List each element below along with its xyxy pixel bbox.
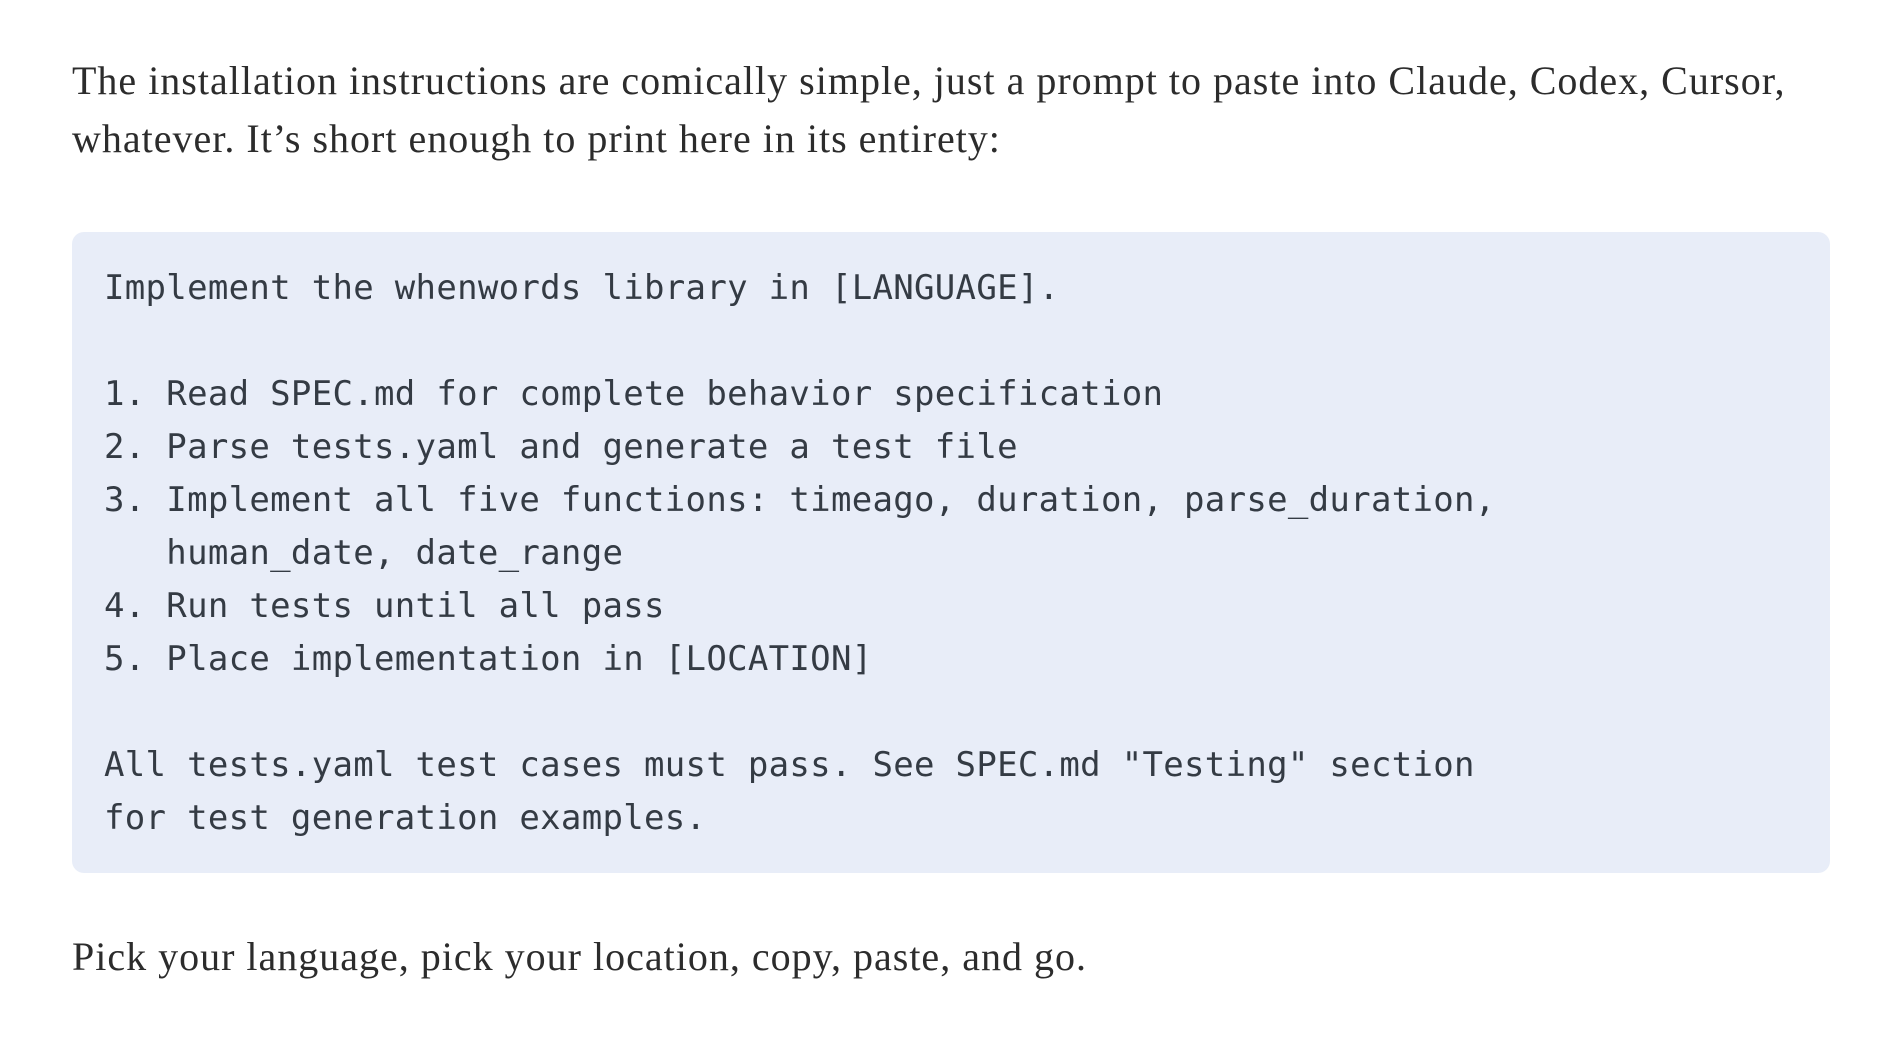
outro-paragraph: Pick your language, pick your location, … bbox=[72, 934, 1087, 979]
article-content: The installation instructions are comica… bbox=[72, 58, 1830, 979]
intro-paragraph: The installation instructions are comica… bbox=[72, 58, 1786, 161]
code-block-install-prompt: Implement the whenwords library in [LANG… bbox=[72, 232, 1830, 873]
code-prompt-text: Implement the whenwords library in [LANG… bbox=[104, 268, 1496, 838]
